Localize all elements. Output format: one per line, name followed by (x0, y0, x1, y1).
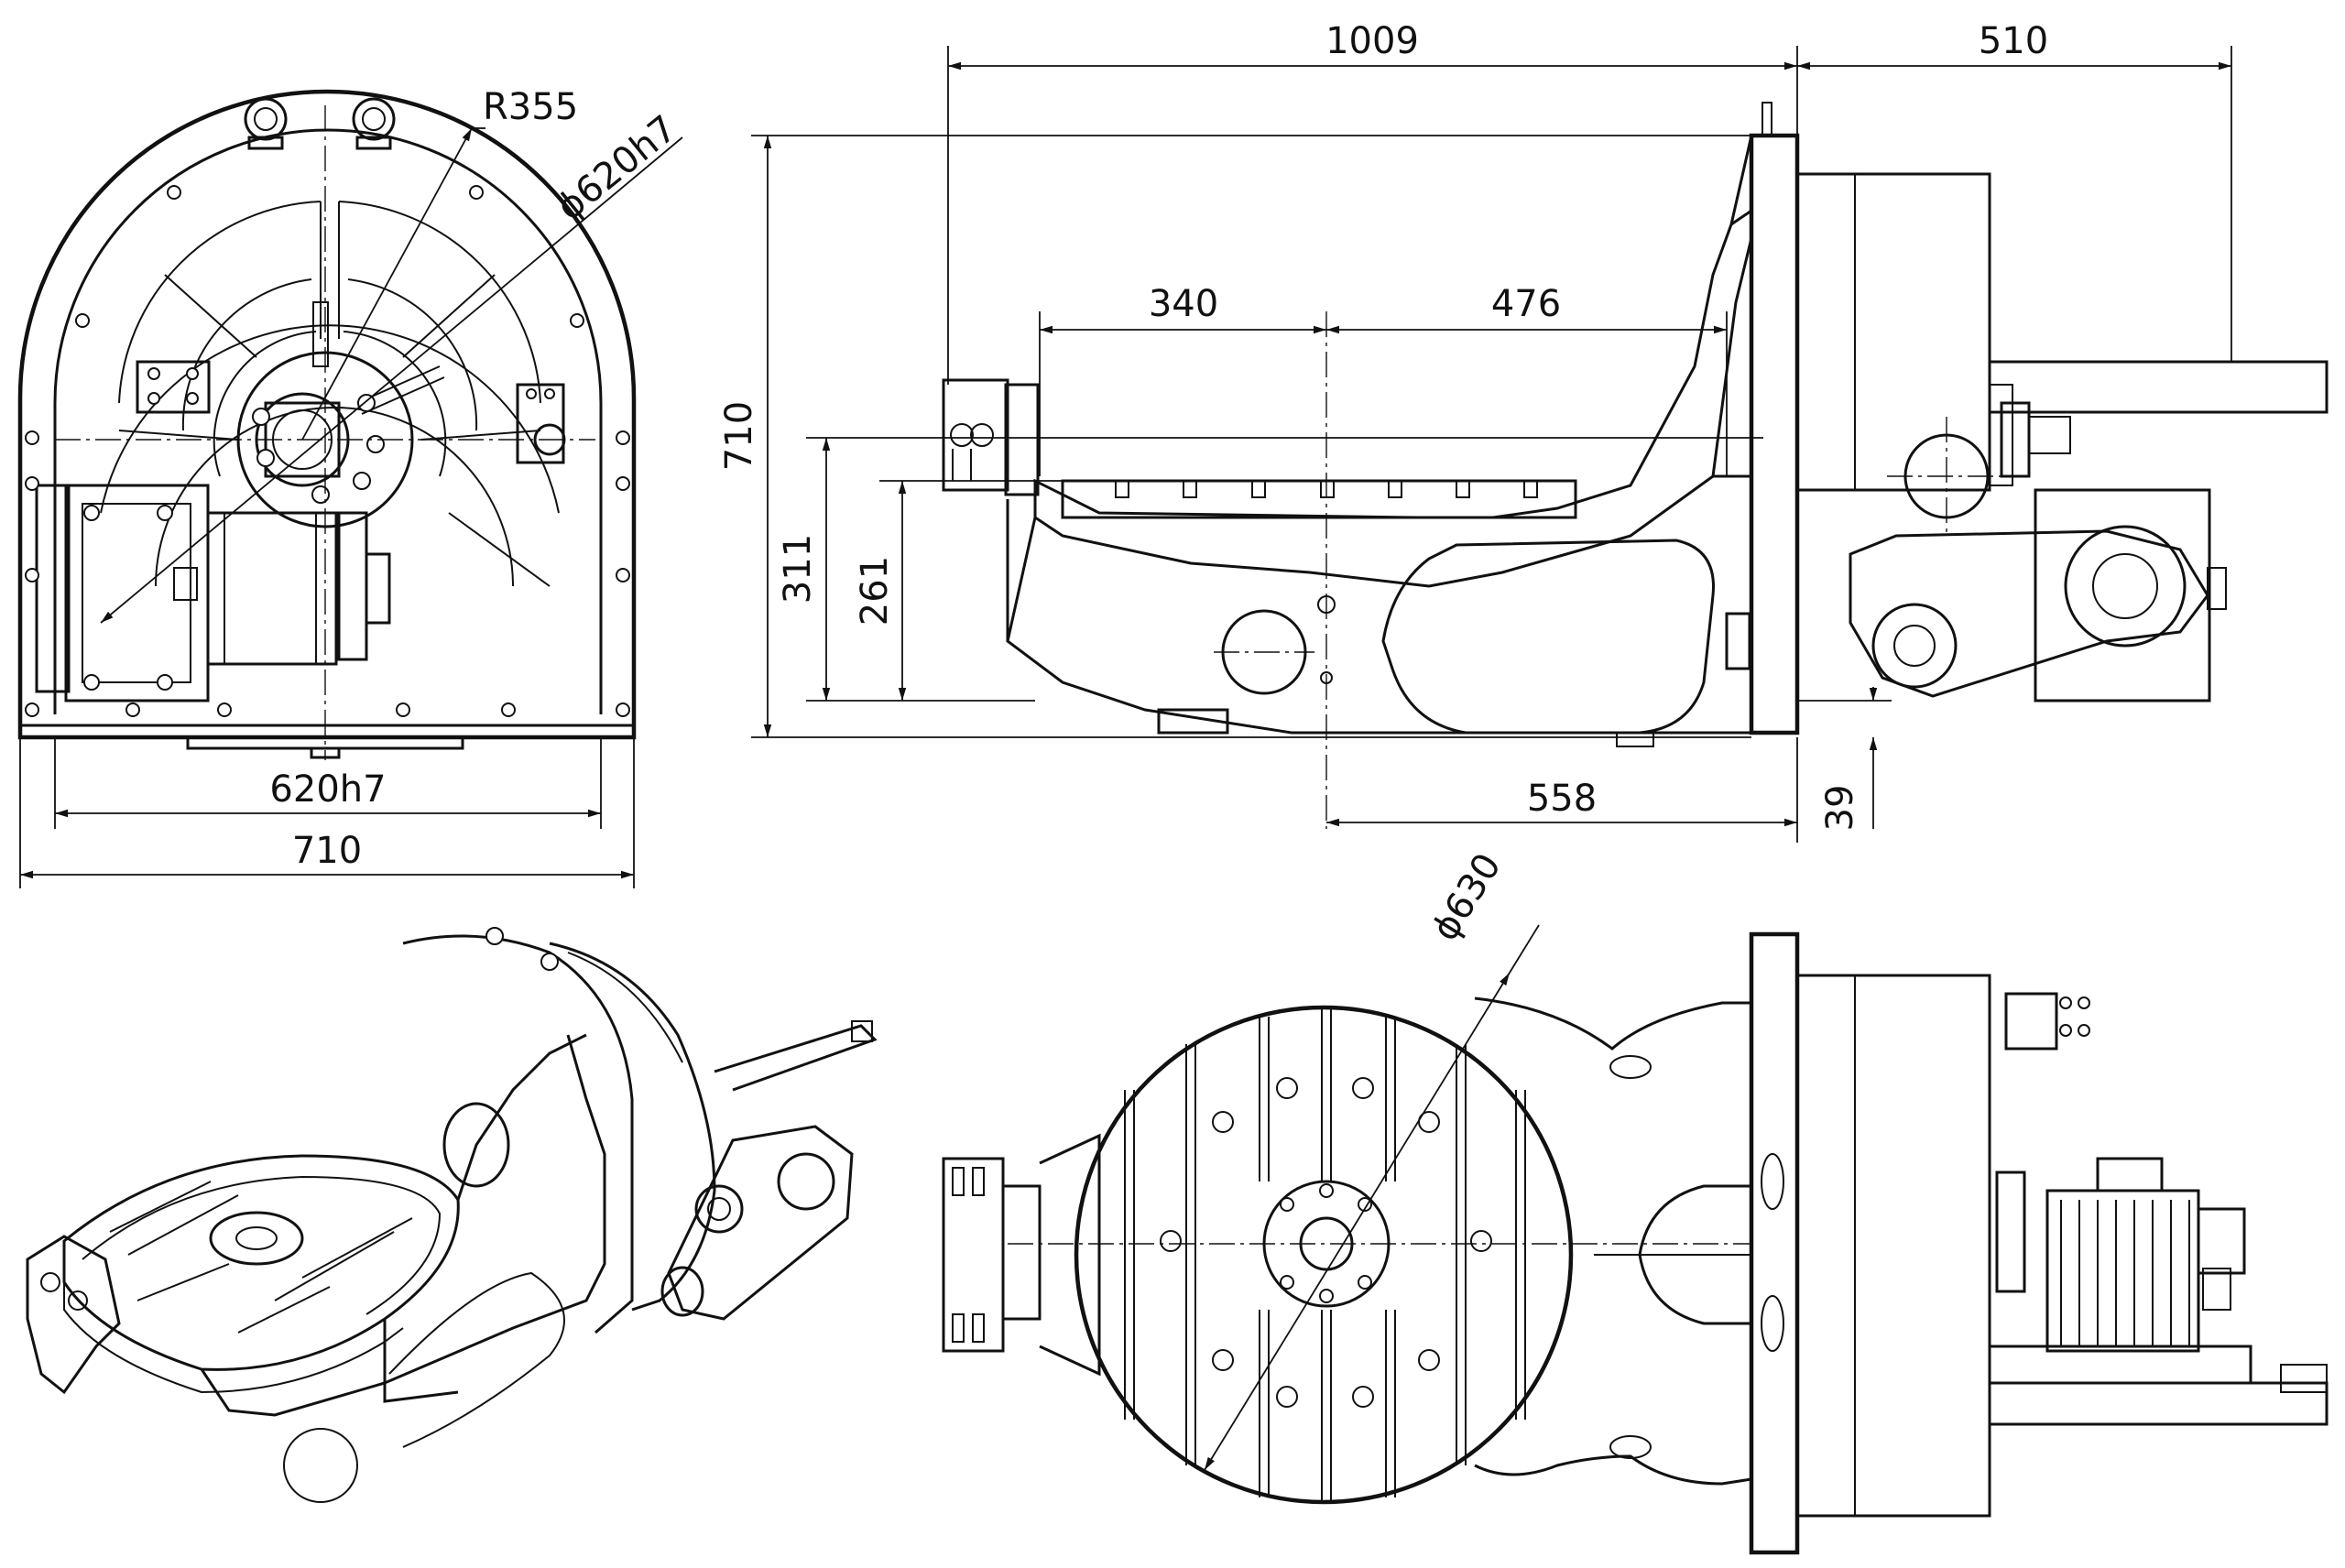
dim-r355: R355 (483, 86, 578, 128)
table-holes (1160, 1077, 1492, 1408)
bracket-left (136, 360, 211, 414)
large-pulley (2064, 525, 2187, 648)
iso-flange (402, 934, 634, 1334)
top-body (1474, 996, 1753, 1486)
side-flange (1749, 133, 1800, 735)
housing-outline (17, 89, 637, 740)
t-slots (1124, 1007, 1526, 1502)
side-drum (1795, 172, 1991, 492)
small-pulley (1871, 603, 1958, 689)
side-body (1033, 208, 1753, 588)
side-view: 1009 510 340 476 710 311 261 558 39 (718, 20, 2329, 843)
isometric-view (26, 927, 878, 1503)
dim-510: 510 (1979, 20, 2048, 62)
dim-39: 39 (1819, 785, 1861, 832)
top-view: ϕ630 (942, 846, 2329, 1555)
sensor-block (516, 383, 565, 464)
top-flange (1749, 931, 1800, 1555)
dim-558: 558 (1527, 778, 1597, 820)
iso-body (200, 1034, 606, 1417)
belt-housing (2034, 488, 2211, 702)
iso-table (62, 1154, 460, 1371)
side-bracket (942, 378, 1009, 492)
front-view: R355 ϕ620h7 620h7 710 (17, 86, 685, 888)
lifting-eye-right (352, 97, 396, 150)
dim-1009: 1009 (1325, 20, 1419, 62)
dim-620h7: 620h7 (269, 768, 386, 811)
round-table (1074, 1005, 1574, 1505)
dim-261: 261 (854, 556, 896, 626)
inspection-cover (1381, 539, 1715, 735)
perimeter-holes (25, 185, 630, 717)
dim-710-width: 710 (292, 830, 362, 872)
lifting-eye-left (244, 97, 288, 150)
iso-belt (667, 1125, 854, 1321)
top-drum (1795, 974, 1991, 1518)
top-motor (2045, 1189, 2200, 1353)
table-top-side (1061, 479, 1577, 519)
dim-340: 340 (1149, 283, 1218, 325)
dim-476: 476 (1491, 283, 1561, 325)
dim-311: 311 (777, 534, 819, 604)
dim-710-height: 710 (718, 401, 760, 471)
dim-phi630: ϕ630 (1423, 846, 1509, 949)
